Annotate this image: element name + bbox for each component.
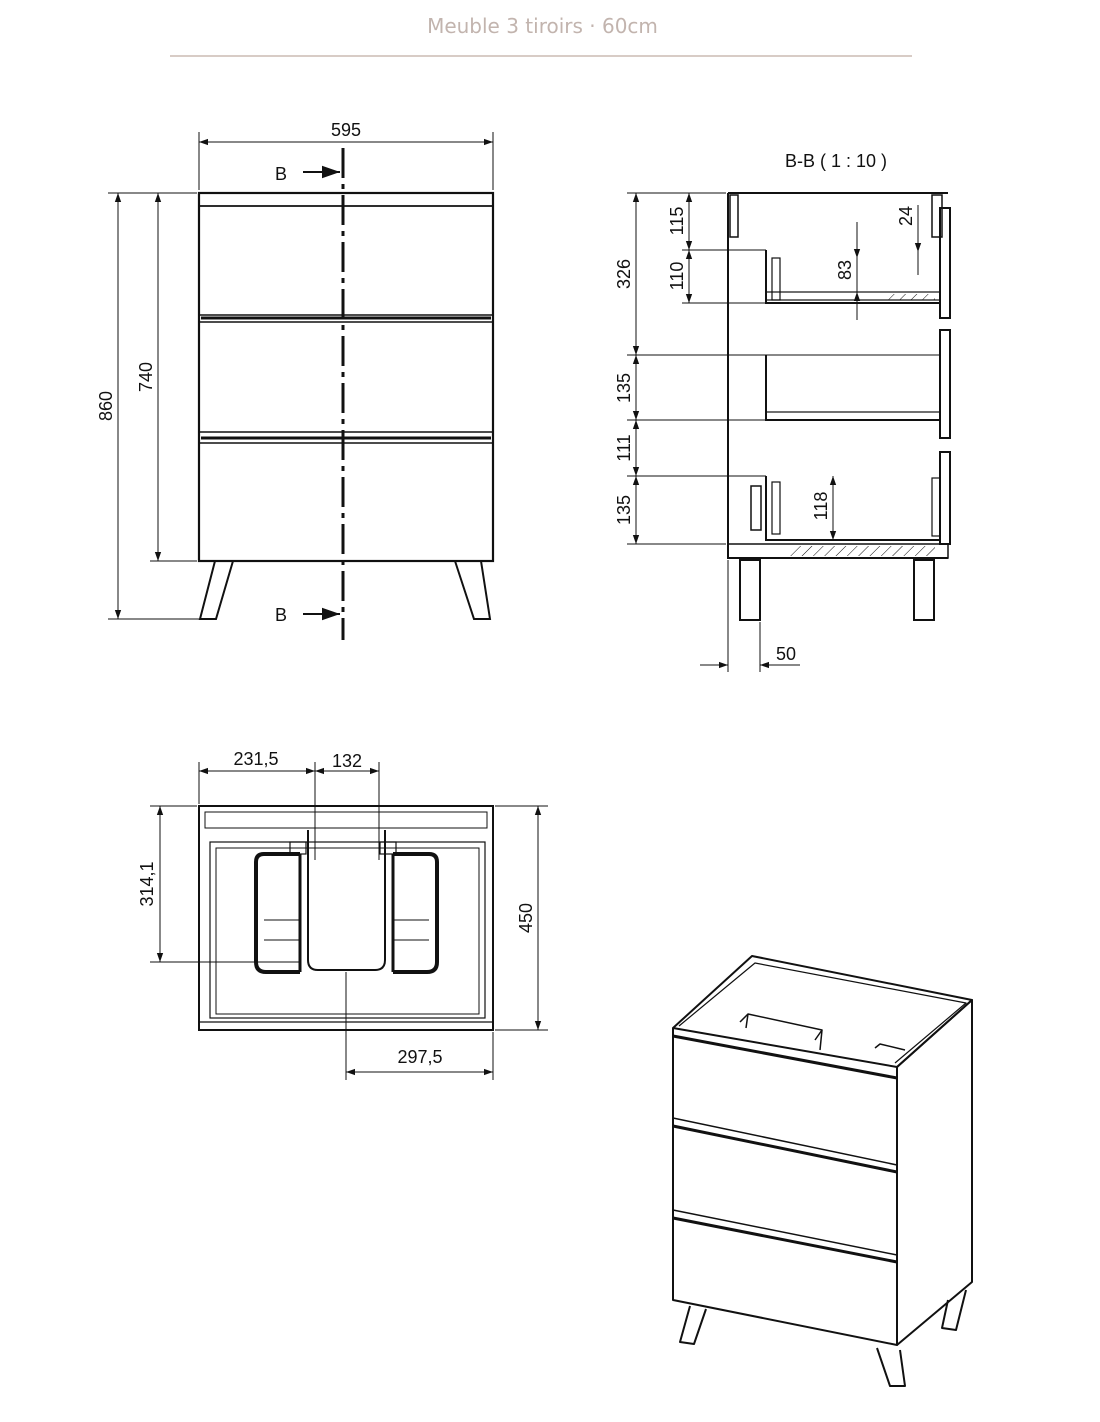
dim-height-total: 860 xyxy=(96,391,116,421)
dim-depth-total: 450 xyxy=(516,903,536,933)
section-mark-top: B xyxy=(275,164,287,184)
dim-middle-drawer: 135 xyxy=(614,373,634,403)
section-label: B-B ( 1 : 10 ) xyxy=(785,151,887,171)
dim-offset-left: 231,5 xyxy=(233,749,278,769)
dim-bottom-inner: 118 xyxy=(811,492,831,521)
dim-top-gap: 115 xyxy=(667,207,687,236)
dim-bottom-drawer: 135 xyxy=(614,495,634,525)
drawer-front-middle xyxy=(198,321,494,433)
front-view: B B 595 860 740 xyxy=(96,120,495,640)
cabinet-outline xyxy=(197,191,495,563)
drawer-front-top xyxy=(198,205,494,316)
leg-left xyxy=(198,560,234,620)
dim-top-zone: 326 xyxy=(614,259,634,289)
isometric-view xyxy=(672,955,973,1387)
dim-top-inner: 83 xyxy=(835,260,855,280)
dim-spacing: 132 xyxy=(332,751,362,771)
page-title: Meuble 3 tiroirs · 60cm xyxy=(427,14,658,38)
leg-right xyxy=(913,559,935,621)
dim-between: 111 xyxy=(614,434,634,461)
dim-width: 595 xyxy=(331,120,361,140)
dim-top-edge: 24 xyxy=(896,206,916,226)
dim-depth-inner: 314,1 xyxy=(137,861,157,906)
dim-center-offset: 297,5 xyxy=(397,1047,442,1067)
leg-right xyxy=(454,560,492,620)
leg-left xyxy=(739,559,761,621)
section-mark-bottom: B xyxy=(275,605,287,625)
dim-height-body: 740 xyxy=(136,362,156,392)
dim-leg-offset: 50 xyxy=(776,644,796,664)
top-view: 231,5 132 314,1 450 297,5 xyxy=(137,749,548,1080)
section-view: B-B ( 1 : 10 ) 3 xyxy=(614,151,951,672)
title-divider xyxy=(170,55,912,57)
drawer-front-bottom xyxy=(198,442,494,562)
dim-top-drawer: 110 xyxy=(667,262,687,291)
